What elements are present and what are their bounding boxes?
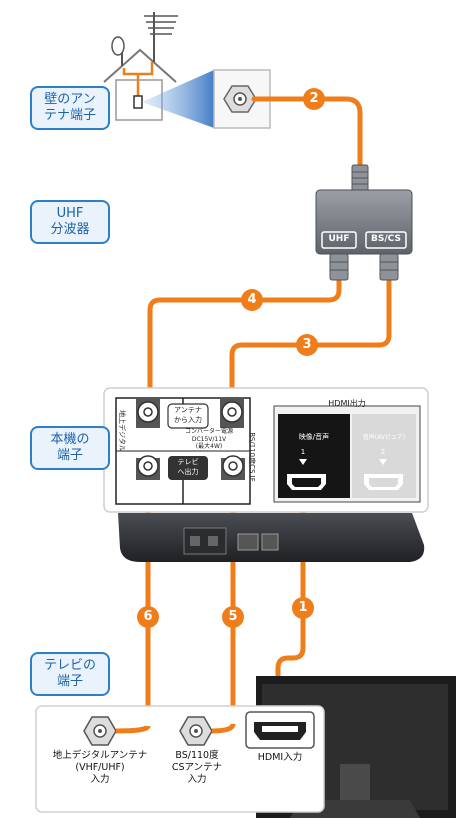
tv-out-line2: へ出力 — [177, 468, 199, 476]
tv-out-label: テレビ へ出力 — [168, 457, 208, 477]
unit-terrestrial-out-jack — [136, 455, 160, 480]
uhf-splitter — [315, 164, 413, 281]
cable-1 — [275, 495, 306, 713]
wall-terminal-label-line2: テナ端子 — [43, 108, 96, 123]
step-badge-5: 5 — [222, 606, 244, 628]
splitter-label-line1: UHF — [56, 206, 84, 221]
tv-terminal-label-line1: テレビの — [43, 658, 96, 673]
unit-bs-out-jack — [221, 455, 245, 480]
converter-line3: (最大4W) — [195, 443, 223, 450]
splitter-label-line2: 分波器 — [50, 222, 90, 237]
step-badge-2: 2 — [303, 88, 325, 110]
step-badge-4: 4 — [241, 289, 263, 311]
cable-5-end — [211, 723, 236, 734]
wall-terminal-label-line1: 壁のアン — [44, 92, 96, 107]
splitter-label: UHF 分波器 — [30, 200, 110, 244]
tv-terrestrial-line2: (VHF/UHF) — [75, 762, 125, 773]
antenna-in-line1: アンテナ — [174, 406, 202, 414]
unit-terrestrial-in-jack — [136, 398, 160, 428]
cable-6-end — [115, 725, 151, 734]
tv-terrestrial-line1: 地上デジタルアンテナ — [52, 750, 148, 761]
unit-terminal-label-line2: 端子 — [56, 448, 83, 463]
wall-terminal-label: 壁のアン テナ端子 — [30, 86, 110, 130]
tv-terrestrial-jack — [83, 716, 117, 746]
antenna-in-label: アンテナ から入力 — [168, 405, 208, 425]
tv-hdmi-input-label: HDMI入力 — [257, 752, 303, 763]
unit-bs-in-jack — [220, 398, 244, 428]
unit-terminal-label-line1: 本機の — [50, 432, 90, 447]
step-badge-6: 6 — [137, 606, 159, 628]
splitter-bscs-label: BS/CS — [371, 234, 401, 244]
terrestrial-vertical-label: 地上デジタル — [118, 410, 126, 452]
converter-line1: コンバーター電源 — [184, 428, 233, 435]
tv-terrestrial-input-label: 地上デジタルアンテナ (VHF/UHF) 入力 — [42, 750, 158, 786]
cable-2 — [251, 96, 363, 173]
hdmi2-number: 2 — [380, 448, 386, 456]
video-audio-label: 映像/音声 — [298, 433, 330, 441]
step-badge-1: 1 — [292, 597, 314, 619]
tv-icon — [256, 676, 456, 818]
recorder-body — [118, 513, 425, 562]
tv-out-label-box — [168, 456, 208, 480]
unit-terminal-label: 本機の 端子 — [30, 426, 110, 470]
antenna-in-label-box — [167, 403, 209, 429]
tv-bs-jack — [179, 716, 213, 746]
tv-bs-line3: 入力 — [187, 774, 207, 785]
converter-line2: DC15V/11V — [191, 435, 227, 443]
antenna-in-line2: から入力 — [174, 416, 202, 424]
hdmi1-number: 1 — [300, 448, 306, 456]
tv-terrestrial-line3: 入力 — [90, 774, 110, 785]
house-antenna-icon — [103, 12, 178, 121]
step-badge-3: 3 — [296, 334, 318, 356]
tv-out-line1: テレビ — [177, 458, 199, 466]
bs-vertical-label: BS/110度CS IF — [248, 432, 256, 482]
tv-terminal-label: テレビの 端子 — [30, 652, 110, 696]
splitter-uhf-label: UHF — [328, 234, 350, 244]
hdmi-output-header: HDMI出力 — [328, 399, 366, 408]
zoom-beam — [142, 70, 214, 128]
tv-hdmi-port — [245, 711, 315, 749]
unit-hdmi1-port — [287, 474, 326, 490]
unit-hdmi2-port — [364, 474, 403, 490]
tv-terminal-label-line2: 端子 — [56, 674, 83, 689]
converter-power-label: コンバーター電源 DC15V/11V (最大4W) — [176, 428, 242, 451]
tv-bs-line1: BS/110度 — [175, 750, 219, 761]
tv-bs-line2: CSアンテナ — [171, 762, 223, 773]
audio-av-pure-label: 音声(AVピュア) — [362, 434, 406, 441]
tv-bs-input-label: BS/110度 CSアンテナ 入力 — [164, 750, 230, 786]
